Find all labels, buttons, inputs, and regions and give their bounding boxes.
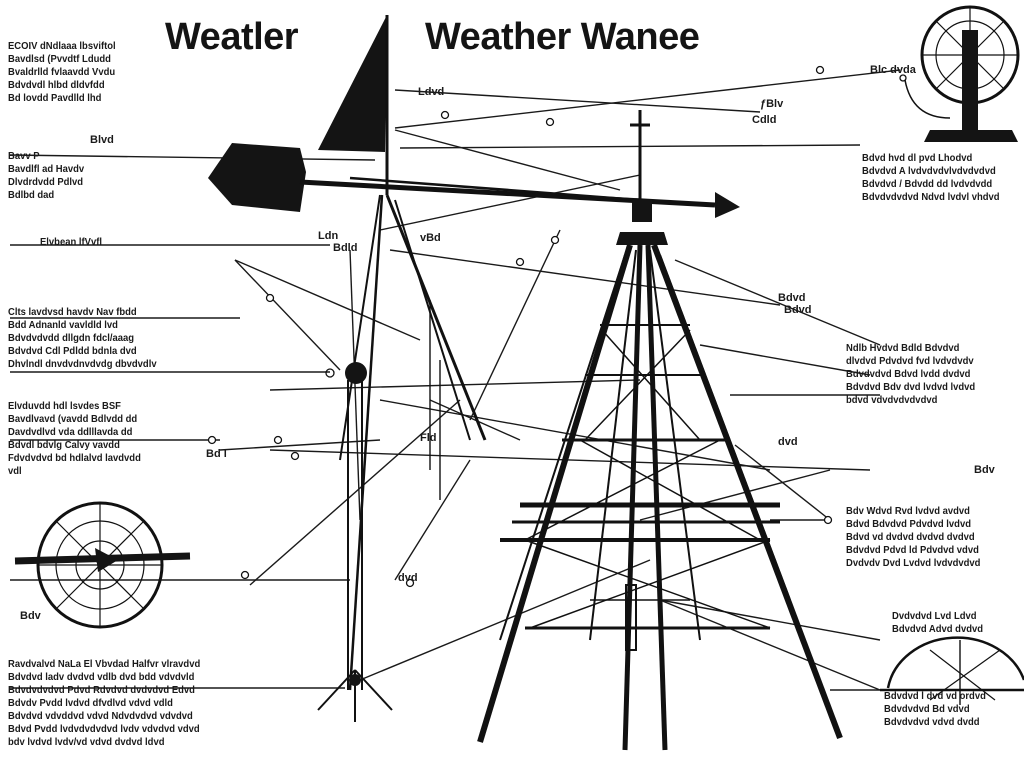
callout-tag: Ldvd [418,86,445,98]
callout-tag: Blc dvda [870,64,916,76]
connector-dots [207,65,833,588]
callout-tag: Fld [420,432,437,444]
compass-dial-icon [14,501,191,629]
note-left-3: Elvbean lfVvfl [40,236,102,248]
callout-tag: ƒBlv [760,98,784,110]
callout-tag: Cdld [752,114,777,126]
callout-tag: Bd l [206,448,227,460]
anemometer-icon [899,5,1020,142]
callout-tag: Bdvd [784,304,812,316]
flag-icon [318,15,387,152]
callout-tag: Bdvd [778,292,806,304]
title-left: Weatler [165,16,299,58]
callout-tag: Bdv [974,464,995,476]
note-bottom-left: Ravdvalvd NaLa El Vbvdad Halfvr vlravdvd… [8,658,201,748]
callout-tag: vBd [420,232,441,244]
vane-mast [339,35,487,691]
protractor-icon [880,636,1024,705]
lattice-tower [477,110,843,751]
callout-tag: dvd [398,572,418,584]
title-right: Weather Wanee [425,16,700,58]
callout-tag: Ldn [318,230,339,242]
mast-base [317,669,393,722]
callout-tag: Bdv [20,610,41,622]
callout-tag: Blvd [90,134,114,146]
callout-tag: Bdld [333,242,358,254]
vane-arrow [208,143,740,218]
pivot-ball [345,362,367,384]
callout-tag: dvd [778,436,798,448]
